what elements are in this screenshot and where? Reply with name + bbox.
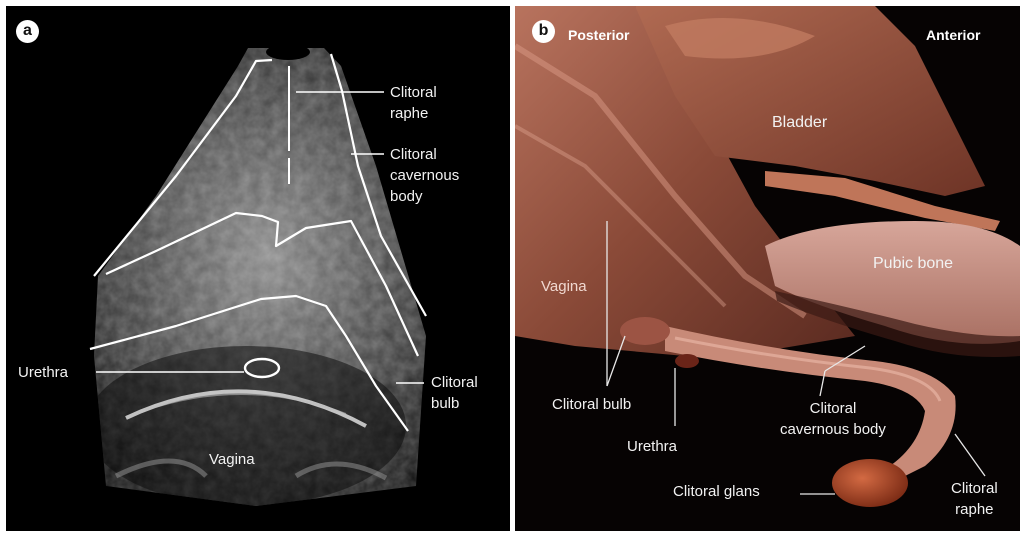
label-clitoral-glans-b: Clitoral glans xyxy=(673,481,760,502)
label-vagina-b: Vagina xyxy=(541,276,587,297)
panel-b-3d-render: b Posterior Anterior Bladder Pubic bone … xyxy=(515,6,1020,531)
panel-a-ultrasound: a Clitoral raphe Clitoral cavernous body… xyxy=(6,6,510,531)
label-clitoral-raphe-a: Clitoral raphe xyxy=(390,82,437,124)
label-clitoral-bulb-b: Clitoral bulb xyxy=(552,394,631,415)
orientation-posterior: Posterior xyxy=(568,27,629,43)
label-urethra-b: Urethra xyxy=(627,436,677,457)
panel-b-badge: b xyxy=(532,20,555,43)
label-bladder-b: Bladder xyxy=(772,112,827,133)
label-urethra-a: Urethra xyxy=(18,362,68,383)
label-clitoral-cavernous-body-a: Clitoral cavernous body xyxy=(390,144,459,207)
label-clitoral-raphe-b: Clitoral raphe xyxy=(951,478,998,520)
panel-a-badge: a xyxy=(16,20,39,43)
label-pubic-bone-b: Pubic bone xyxy=(873,253,953,274)
label-vagina-a: Vagina xyxy=(209,449,255,470)
orientation-anterior: Anterior xyxy=(926,27,980,43)
label-clitoral-cavernous-body-b: Clitoral cavernous body xyxy=(780,398,886,440)
label-clitoral-bulb-a: Clitoral bulb xyxy=(431,372,478,414)
